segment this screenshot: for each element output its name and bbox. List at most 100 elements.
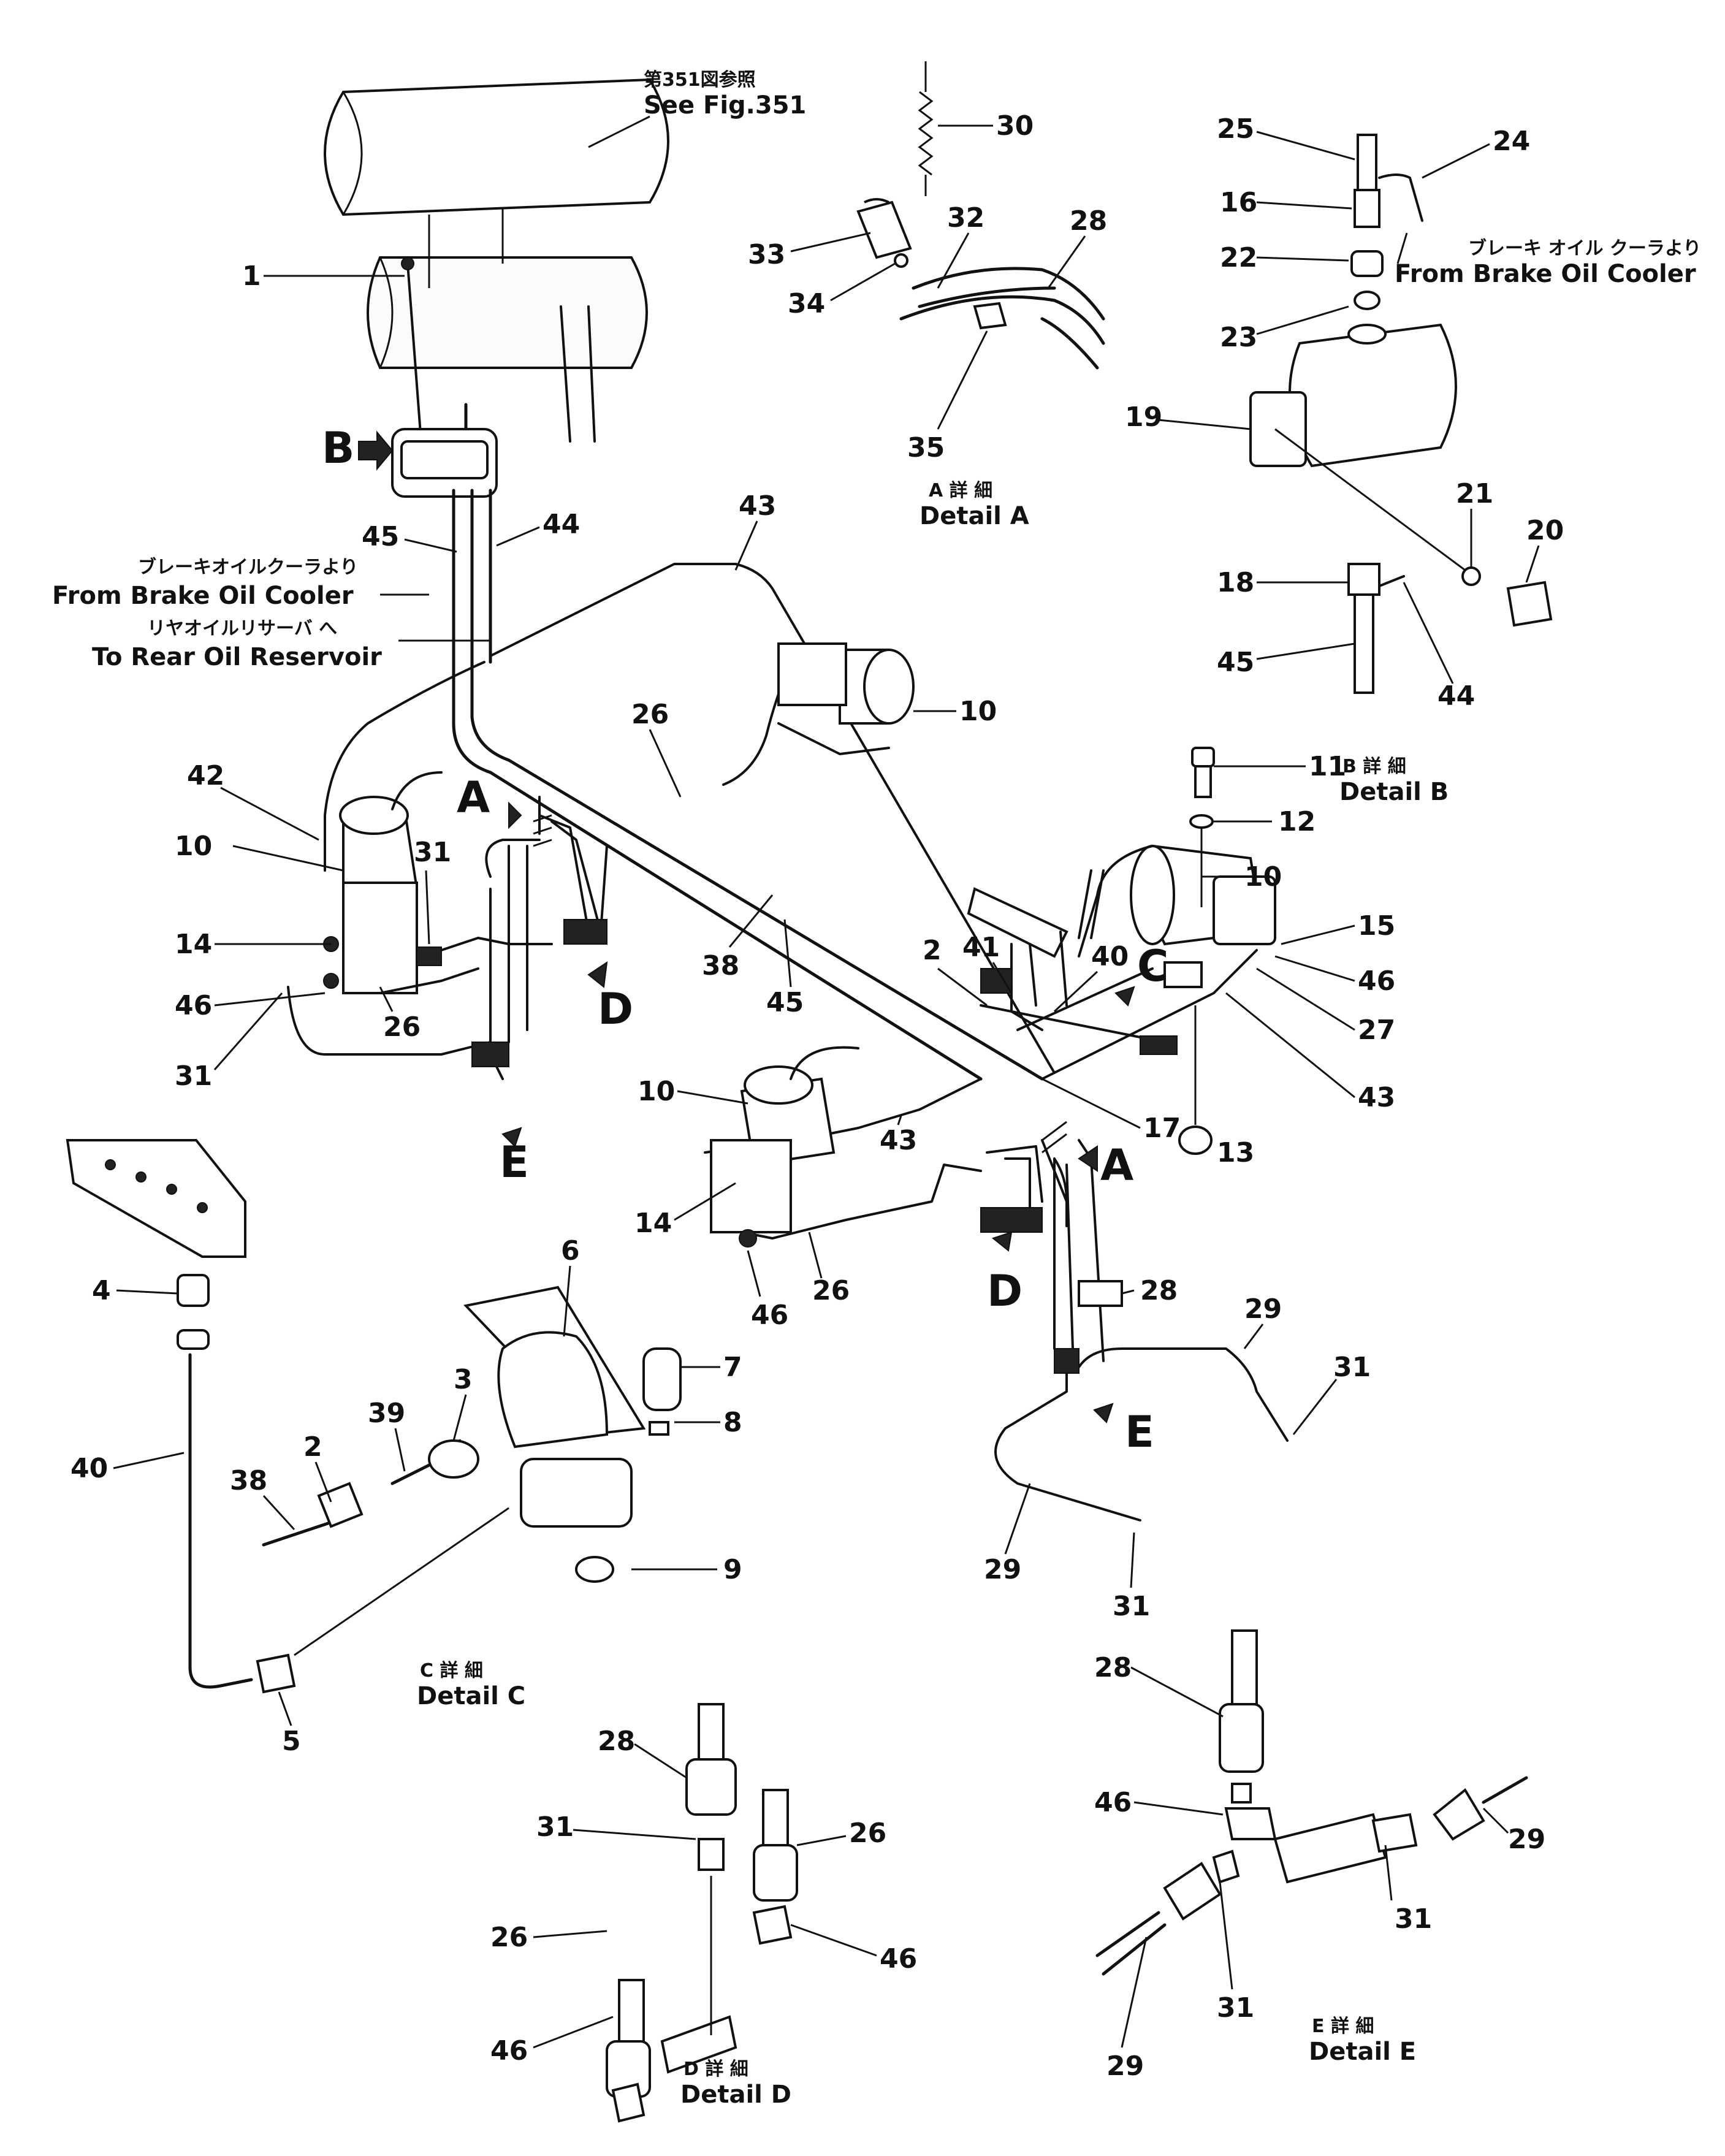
callout-20: 20 (1526, 515, 1564, 546)
to-reservoir-note: To Rear Oil Reservoir (92, 643, 382, 671)
callout-12: 12 (1278, 806, 1316, 837)
callout-14-left: 14 (175, 929, 212, 960)
detail-c-title: Detail C (417, 1682, 525, 1710)
view-marker-a-left: A (457, 772, 490, 823)
callout-19: 19 (1125, 402, 1162, 433)
callout-35: 35 (907, 432, 945, 463)
callout-14-center: 14 (634, 1208, 672, 1239)
callout-42: 42 (187, 760, 224, 791)
view-marker-a-right: A (1100, 1140, 1133, 1190)
view-marker-c: C (1137, 941, 1168, 991)
callout-43-center: 43 (880, 1125, 917, 1156)
valve-manifold (967, 869, 1203, 1055)
view-marker-e-right: E (1125, 1407, 1154, 1457)
callout-2-left: 2 (303, 1431, 322, 1463)
callout-30: 30 (996, 110, 1034, 142)
callout-31-detail-e-right: 31 (1395, 1903, 1432, 1935)
callout-18: 18 (1217, 567, 1254, 598)
brake-chamber-right (1078, 844, 1276, 958)
brake-chamber-center (710, 1046, 982, 1248)
main-pipes (324, 489, 1258, 1154)
from-cooler-jp-note-left: ブレーキオイルクーラより (138, 557, 358, 578)
callout-16: 16 (1220, 187, 1257, 218)
callout-4: 4 (92, 1275, 111, 1306)
detail-titles: A 詳 細 Detail A B 詳 細 Detail B C 詳 細 Deta… (417, 480, 1449, 2109)
callout-26-detail-d-right: 26 (849, 1818, 886, 1849)
view-markers: B A D E C A D E (322, 423, 1168, 1457)
callout-44-left: 44 (543, 509, 580, 540)
detail-d-title-jp: D 詳 細 (684, 2059, 748, 2080)
callout-29-detail-e-right: 29 (1508, 1824, 1545, 1855)
view-marker-b: B (322, 423, 354, 473)
callout-24: 24 (1493, 126, 1530, 157)
detail-a-drawing (856, 61, 1105, 370)
brake-chamber-left (323, 771, 443, 994)
callout-7: 7 (723, 1352, 742, 1383)
callout-31-right-upper: 31 (1333, 1352, 1371, 1383)
callout-6: 6 (561, 1235, 580, 1267)
callout-45-left: 45 (362, 521, 399, 552)
callout-26-detail-d-left: 26 (490, 1922, 528, 1953)
callout-33: 33 (748, 239, 785, 270)
callout-43-top: 43 (739, 490, 776, 522)
callout-46-detail-d-left: 46 (490, 2035, 528, 2066)
detail-c-drawing (66, 1139, 682, 1694)
callout-45-center: 45 (766, 987, 804, 1018)
detail-b-drawing (1249, 134, 1553, 694)
callout-5: 5 (282, 1726, 301, 1757)
callout-31-detail-e-lower: 31 (1217, 1992, 1254, 2024)
notes: 第351図参照 See Fig.351 ブレーキ オイル クーラより From … (52, 69, 1701, 671)
callout-23: 23 (1220, 322, 1257, 353)
detail-a-title: Detail A (920, 502, 1029, 530)
callout-26-top: 26 (631, 699, 669, 730)
detail-a-title-jp: A 詳 細 (929, 480, 992, 501)
callout-10-left: 10 (175, 831, 212, 862)
callout-2-center: 2 (923, 935, 942, 966)
callout-45-detail-b: 45 (1217, 647, 1254, 678)
callout-46-left: 46 (175, 990, 212, 1021)
detail-c-title-jp: C 詳 細 (420, 1660, 483, 1682)
detail-e-title-jp: E 詳 細 (1312, 2016, 1374, 2037)
callout-46-center: 46 (751, 1300, 788, 1331)
detail-b-title: Detail B (1339, 778, 1449, 806)
callout-13: 13 (1217, 1137, 1254, 1168)
view-marker-d-left: D (598, 984, 633, 1034)
callout-25: 25 (1217, 113, 1254, 145)
callout-31-lower: 31 (175, 1061, 212, 1092)
callout-28-detail-e: 28 (1094, 1652, 1132, 1683)
callout-8: 8 (723, 1407, 742, 1438)
callout-28: 28 (1070, 205, 1107, 237)
see-fig-note: See Fig.351 (644, 91, 806, 120)
to-reservoir-jp-note: リヤオイルリサーバ へ (147, 618, 337, 639)
callout-32: 32 (947, 202, 984, 234)
callout-39: 39 (368, 1398, 405, 1429)
view-marker-d-right: D (987, 1266, 1022, 1316)
callout-29-detail-e-lower: 29 (1106, 2051, 1144, 2082)
detail-e-drawing (1095, 1629, 1528, 1976)
callout-29-lower: 29 (984, 1554, 1021, 1585)
callout-46-detail-e: 46 (1094, 1787, 1132, 1818)
callout-21: 21 (1456, 478, 1493, 509)
see-fig-jp-note: 第351図参照 (644, 69, 756, 91)
brake-chamber-upper-right (777, 642, 915, 755)
callout-22: 22 (1220, 242, 1257, 273)
callout-26-left: 26 (383, 1011, 421, 1043)
from-cooler-jp-note-top: ブレーキ オイル クーラより (1468, 238, 1701, 259)
from-cooler-note-left: From Brake Oil Cooler (52, 582, 354, 610)
callout-29-upper: 29 (1244, 1293, 1282, 1325)
callout-31-detail-d: 31 (536, 1811, 574, 1843)
from-cooler-note-top: From Brake Oil Cooler (1395, 260, 1696, 288)
callout-43-right: 43 (1358, 1082, 1395, 1113)
detail-e-title: Detail E (1309, 2038, 1416, 2066)
callout-38-left: 38 (230, 1465, 267, 1496)
callout-10-top: 10 (959, 696, 997, 727)
callout-10-center: 10 (638, 1076, 675, 1107)
hose-group-right (980, 1121, 1289, 1522)
callout-44-detail-b: 44 (1438, 680, 1475, 712)
callout-10-right: 10 (1244, 861, 1282, 893)
callout-26-center: 26 (812, 1275, 850, 1306)
callout-46-detail-d-right: 46 (880, 1943, 917, 1975)
callout-28-detail-d: 28 (598, 1726, 635, 1757)
callout-3: 3 (454, 1364, 473, 1395)
